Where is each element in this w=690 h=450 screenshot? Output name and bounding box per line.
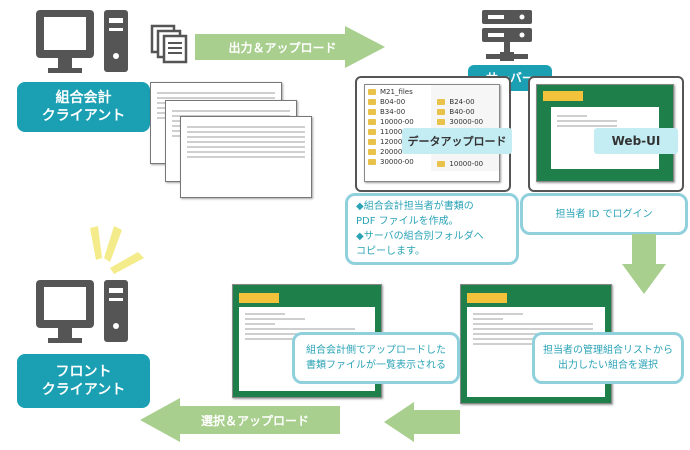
- login-note: 担当者 ID でログイン: [520, 193, 688, 235]
- folder-icon: [437, 109, 446, 115]
- folder-item: 10000-00: [368, 117, 428, 127]
- folder-icon: [368, 119, 376, 125]
- computer-icon: [36, 10, 128, 73]
- server-icon: [482, 10, 532, 61]
- left-arrow: [384, 402, 460, 442]
- folder-icon: [368, 129, 376, 135]
- site-logo: [543, 91, 583, 101]
- file-list-note: 組合会計側でアップロードした 書類ファイルが一覧表示される: [292, 332, 460, 384]
- folder-icon: [437, 161, 446, 167]
- document-sheet: [180, 116, 312, 198]
- folder-item: B24-00: [437, 97, 496, 107]
- folder-icon: [437, 119, 446, 125]
- folder-icon: [368, 159, 376, 165]
- documents-icon: [150, 24, 188, 64]
- site-logo: [239, 293, 279, 303]
- folder-item: 20000-00: [368, 147, 428, 157]
- web-ui-tag: Web-UI: [594, 128, 678, 154]
- folder-icon: [368, 99, 376, 105]
- folder-icon: [368, 109, 376, 115]
- data-upload-tag: データアップロード: [402, 128, 512, 154]
- site-logo: [467, 293, 507, 303]
- computer-icon: [36, 280, 128, 343]
- folder-item: M21_files: [368, 87, 428, 97]
- folder-item: B34-00: [368, 107, 428, 117]
- folder-icon: [437, 99, 446, 105]
- down-arrow: [622, 234, 666, 294]
- folder-item: 30000-00: [368, 157, 428, 167]
- pdf-creation-note: ◆組合会計担当者が書類の PDF ファイルを作成。 ◆サーバの組合別フォルダへ …: [345, 193, 519, 265]
- front-client-label: フロント クライアント: [17, 354, 150, 408]
- folder-item: B40-00: [437, 107, 496, 117]
- attention-rays: [90, 226, 144, 274]
- upload-arrow: [195, 26, 385, 68]
- folder-icon: [368, 139, 376, 145]
- select-upload-arrow: [140, 398, 340, 442]
- folder-item: B04-00: [368, 97, 428, 107]
- folder-item: 11000-00: [368, 127, 428, 137]
- folder-icon: [368, 89, 376, 95]
- select-kumiai-note: 担当者の管理組合リストから 出力したい組合を選択: [532, 332, 684, 384]
- folder-icon: [368, 149, 376, 155]
- kumiai-client-label: 組合会計 クライアント: [17, 82, 150, 132]
- folder-item: 30000-00: [437, 117, 496, 127]
- select-upload-label: 選択＆アップロード: [200, 413, 309, 428]
- output-upload-label: 出力＆アップロード: [228, 40, 337, 55]
- folder-item: 10000-00: [437, 159, 496, 169]
- folder-item: 12000-00: [368, 137, 428, 147]
